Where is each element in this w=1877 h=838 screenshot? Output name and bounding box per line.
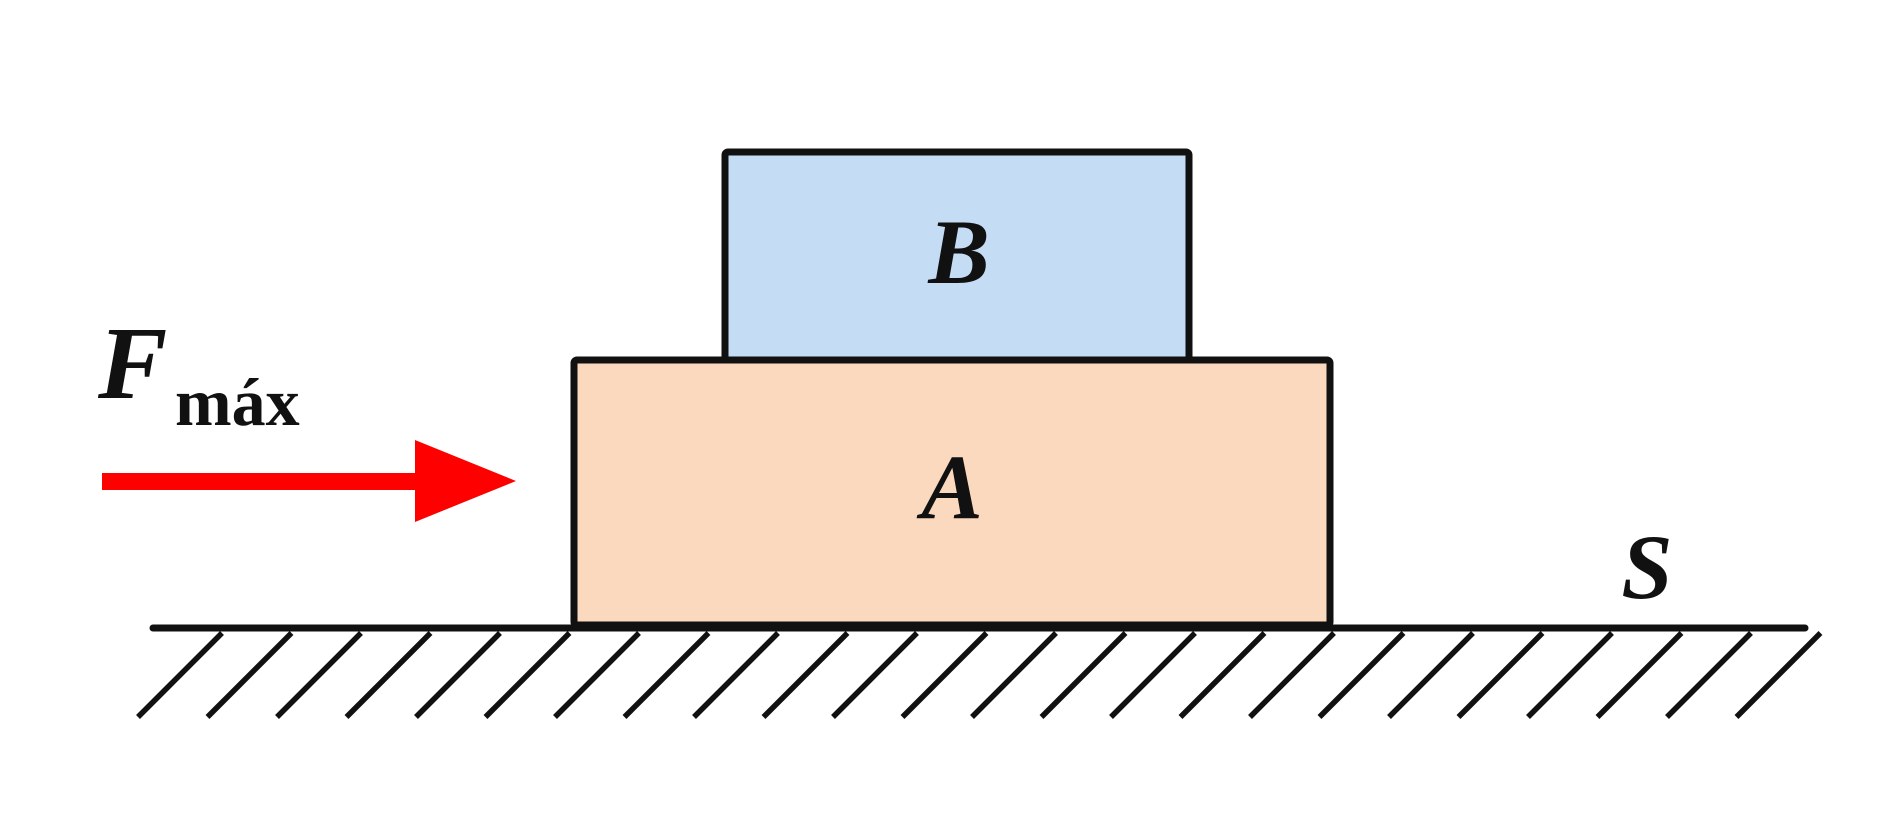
hatch-line bbox=[1665, 631, 1753, 719]
force-label: F bbox=[97, 306, 167, 421]
hatch-line bbox=[1734, 631, 1823, 719]
surface-label: S bbox=[1621, 516, 1672, 618]
hatch-line bbox=[1178, 631, 1267, 719]
force-arrow bbox=[102, 440, 516, 522]
hatch-line bbox=[136, 631, 224, 719]
block-b-label: B bbox=[927, 201, 989, 303]
hatch-line bbox=[414, 631, 502, 719]
hatch-line bbox=[1387, 631, 1475, 719]
hatch-line bbox=[831, 631, 919, 719]
force-symbol: F bbox=[97, 306, 167, 421]
hatch-line bbox=[483, 631, 572, 719]
force-arrow-shaft bbox=[102, 473, 420, 490]
hatch-line bbox=[692, 631, 780, 719]
hatch-line bbox=[344, 631, 433, 719]
hatch-line bbox=[1526, 631, 1614, 719]
block-a-label: A bbox=[916, 436, 982, 538]
hatch-line bbox=[1248, 631, 1336, 719]
hatch-line bbox=[1109, 631, 1197, 719]
hatch-line bbox=[1039, 631, 1128, 719]
hatch-line bbox=[553, 631, 641, 719]
hatch-line bbox=[761, 631, 850, 719]
hatch-line bbox=[275, 631, 363, 719]
hatch-line bbox=[900, 631, 989, 719]
hatch-line bbox=[970, 631, 1058, 719]
force-arrow-head bbox=[415, 440, 516, 522]
hatch-line bbox=[1595, 631, 1684, 719]
block-b bbox=[721, 148, 1193, 364]
hatch-line bbox=[1456, 631, 1545, 719]
force-subscript: máx bbox=[175, 364, 300, 440]
hatch-line bbox=[622, 631, 711, 719]
ground-hatching bbox=[136, 631, 1823, 719]
hatch-line bbox=[205, 631, 294, 719]
hatch-line bbox=[1317, 631, 1406, 719]
